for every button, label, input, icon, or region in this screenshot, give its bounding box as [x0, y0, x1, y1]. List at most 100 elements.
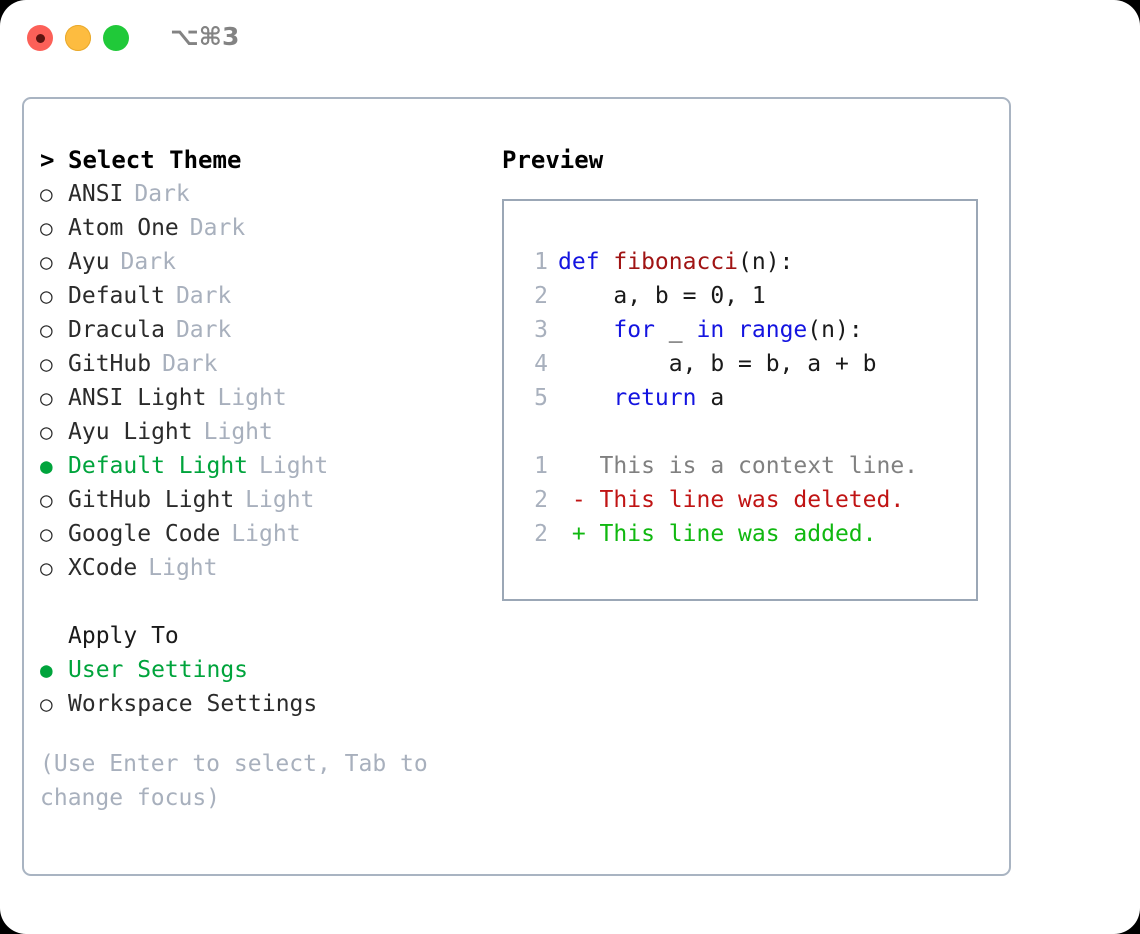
preview-title: Preview: [502, 146, 604, 174]
radio-unselected-icon: ○: [40, 318, 53, 342]
radio-unselected-icon: ○: [40, 182, 53, 206]
theme-list-item-selected[interactable]: ● Default Light Light: [40, 449, 480, 483]
minimize-button[interactable]: [65, 25, 91, 51]
theme-category: Dark: [189, 215, 246, 241]
code-token-function: fibonacci: [613, 249, 739, 275]
theme-category: Light: [148, 555, 218, 581]
window-titlebar: ⌥⌘3: [0, 0, 1140, 78]
line-number: 3: [534, 317, 548, 343]
code-line: 4 a, b = b, a + b: [504, 347, 976, 381]
theme-name: Default Light: [68, 453, 249, 479]
preview-box: 1 def fibonacci(n): 2 a, b = 0, 1 3 for …: [502, 199, 978, 601]
theme-name: Ayu: [68, 249, 110, 275]
code-content: def fibonacci(n):: [558, 245, 793, 279]
apply-to-heading-row: Apply To: [40, 619, 480, 653]
code-token-keyword: in: [696, 317, 725, 343]
theme-list-item[interactable]: ○ Ayu Light Light: [40, 415, 480, 449]
line-number: 1: [534, 249, 548, 275]
list-gap: [40, 585, 480, 619]
apply-to-option-label: Workspace Settings: [68, 691, 318, 717]
theme-list-item[interactable]: ○ Google Code Light: [40, 517, 480, 551]
radio-unselected-icon: ○: [40, 250, 53, 274]
theme-category: Light: [231, 521, 301, 547]
preview-gap: [504, 415, 976, 449]
apply-to-option-user-settings[interactable]: ● User Settings: [40, 653, 480, 687]
code-line: 5 return a: [504, 381, 976, 415]
code-token-plain: a, b = b, a + b: [558, 351, 877, 377]
line-number: 2: [534, 283, 548, 309]
theme-name: Google Code: [68, 521, 221, 547]
theme-name: Atom One: [68, 215, 179, 241]
traffic-light-group: [27, 25, 129, 51]
theme-name: GitHub Light: [68, 487, 235, 513]
theme-list-item[interactable]: ○ Ayu Dark: [40, 245, 480, 279]
code-content: for _ in range(n):: [558, 313, 862, 347]
code-line: 3 for _ in range(n):: [504, 313, 976, 347]
line-number: 1: [534, 453, 548, 479]
radio-unselected-icon: ○: [40, 386, 53, 410]
prompt-caret-icon: >: [40, 146, 55, 174]
theme-name: XCode: [68, 555, 138, 581]
theme-list-item[interactable]: ○ GitHub Light Light: [40, 483, 480, 517]
radio-unselected-icon: ○: [40, 556, 53, 580]
close-button[interactable]: [27, 25, 53, 51]
theme-category: Dark: [120, 249, 176, 275]
code-token-plain: a, b = 0, 1: [558, 283, 766, 309]
theme-list-item[interactable]: ○ Default Dark: [40, 279, 480, 313]
apply-to-heading: Apply To: [68, 623, 179, 649]
preview-column: Preview 1 def fibonacci(n): 2 a, b = 0, …: [502, 143, 992, 601]
theme-list-item[interactable]: ○ ANSI Dark: [40, 177, 480, 211]
code-token-plain: a: [696, 385, 725, 411]
code-token-plain: [558, 385, 613, 411]
diff-content: + This line was added.: [558, 521, 877, 547]
radio-selected-icon: ●: [40, 658, 53, 682]
radio-unselected-icon: ○: [40, 488, 53, 512]
theme-category: Light: [259, 453, 329, 479]
apply-to-option-workspace-settings[interactable]: ○ Workspace Settings: [40, 687, 480, 721]
theme-list-column: > Select Theme ○ ANSI Dark ○ Atom One Da…: [40, 143, 480, 815]
radio-unselected-icon: ○: [40, 284, 53, 308]
radio-unselected-icon: ○: [40, 352, 53, 376]
diff-line-context: 1 This is a context line.: [504, 449, 976, 483]
theme-category: Dark: [162, 351, 218, 377]
line-number: 4: [534, 351, 548, 377]
radio-unselected-icon: ○: [40, 522, 53, 546]
theme-list-item[interactable]: ○ XCode Light: [40, 551, 480, 585]
code-token-plain: [558, 317, 613, 343]
theme-list-item[interactable]: ○ ANSI Light Light: [40, 381, 480, 415]
theme-category: Light: [203, 419, 273, 445]
maximize-button[interactable]: [103, 25, 129, 51]
radio-unselected-icon: ○: [40, 420, 53, 444]
theme-name: GitHub: [68, 351, 152, 377]
code-token-plain: [724, 317, 738, 343]
diff-line-added: 2 + This line was added.: [504, 517, 976, 551]
theme-category: Dark: [175, 283, 232, 309]
code-line: 1 def fibonacci(n):: [504, 245, 976, 279]
code-content: a, b = b, a + b: [558, 347, 877, 381]
code-token-keyword: for: [613, 317, 655, 343]
diff-line-deleted: 2 - This line was deleted.: [504, 483, 976, 517]
code-content: return a: [558, 381, 724, 415]
line-number: 2: [534, 487, 548, 513]
theme-name: Ayu Light: [68, 419, 193, 445]
theme-list-item[interactable]: ○ GitHub Dark: [40, 347, 480, 381]
radio-selected-icon: ●: [40, 454, 53, 478]
apply-to-option-label: User Settings: [68, 657, 249, 683]
code-token-plain: _: [654, 317, 697, 343]
code-line: 2 a, b = 0, 1: [504, 279, 976, 313]
theme-name: ANSI: [68, 181, 124, 207]
diff-content: This is a context line.: [558, 453, 919, 479]
theme-category: Dark: [175, 317, 232, 343]
theme-list-item[interactable]: ○ Atom One Dark: [40, 211, 480, 245]
theme-list-item[interactable]: ○ Dracula Dark: [40, 313, 480, 347]
code-token-builtin: range: [738, 317, 808, 343]
theme-list-header: > Select Theme: [40, 143, 480, 177]
theme-category: Dark: [134, 181, 190, 207]
code-token-plain: (n):: [738, 249, 794, 275]
code-token-keyword: return: [613, 385, 697, 411]
theme-name: ANSI Light: [68, 385, 207, 411]
code-content: a, b = 0, 1: [558, 279, 766, 313]
theme-selector-panel: > Select Theme ○ ANSI Dark ○ Atom One Da…: [22, 97, 1011, 876]
theme-list-title: Select Theme: [68, 146, 242, 174]
